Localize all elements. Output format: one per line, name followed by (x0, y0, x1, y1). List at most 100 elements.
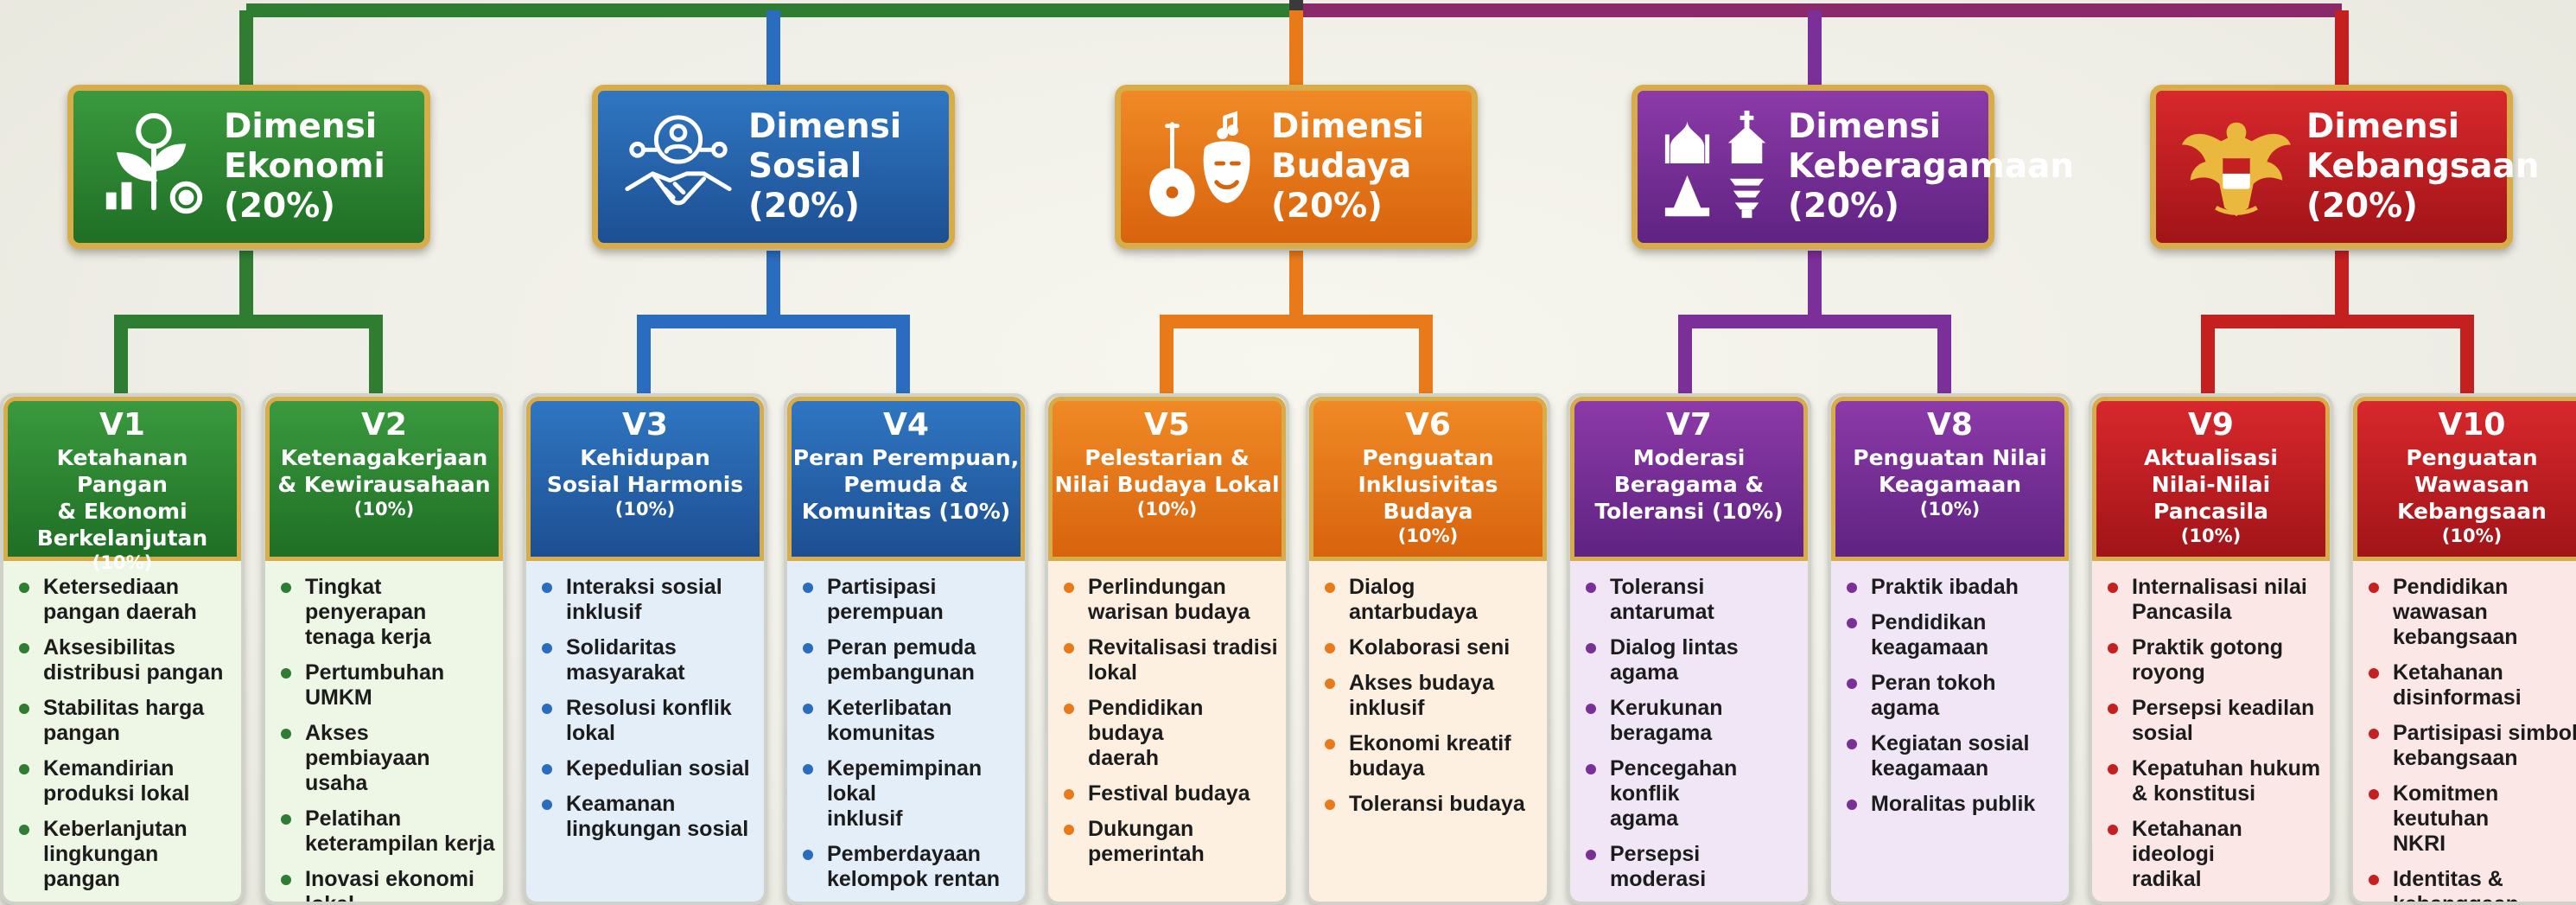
plant-coin-gear-icon (105, 112, 203, 214)
indicator-item: Tingkat penyerapan tenaga kerja (281, 575, 496, 650)
indicator-item: Kemandirian produksi lokal (19, 756, 234, 806)
indicator-item: Ketahanan disinformasi (2369, 660, 2576, 711)
variable-title: Peran Perempuan, Pemuda & Komunitas (10%… (792, 445, 1020, 524)
indicator-item: Revitalisasi tradisi lokal (1064, 635, 1279, 685)
indicator-item: Inovasi ekonomi lokal (281, 867, 496, 902)
indicator-item: Internalisasi nilai Pancasila (2108, 575, 2323, 625)
variable-code: V8 (1927, 407, 1973, 443)
indicator-item: Interaksi sosial inklusif (542, 575, 757, 625)
indicator-item: Ekonomi kreatif budaya (1325, 731, 1540, 781)
variable-title: Ketahanan Pangan & Ekonomi Berkelanjutan (36, 445, 208, 551)
dimension-weight: (20%) (224, 187, 335, 226)
handshake-network-icon (625, 115, 732, 206)
indicator-item: Dukungan pemerintah (1064, 817, 1279, 867)
indicator-item: Partisipasi perempuan (803, 575, 1018, 625)
indicator-item: Festival budaya (1064, 781, 1279, 806)
indicator-item: Ketersediaan pangan daerah (19, 575, 234, 625)
indicator-item: Kegiatan sosial keagamaan (1847, 731, 2062, 781)
connector-ekonomi (114, 251, 383, 395)
indicator-item: Toleransi antarumat (1586, 575, 1801, 625)
indicator-item: Keterlibatan komunitas (803, 696, 1018, 746)
indicator-item: Pemberdayaan kelompok rentan (803, 842, 1018, 892)
indicator-item: Kepatuhan hukum & konstitusi (2108, 756, 2323, 806)
dimension-title: Dimensi Kebangsaan (2306, 107, 2540, 186)
indicator-item: Aksesibilitas distribusi pangan (19, 635, 234, 685)
dimension-weight: (20%) (2306, 187, 2418, 226)
indicator-item: Keberlanjutan lingkungan pangan (19, 817, 234, 892)
variable-weight: (10%) (353, 499, 415, 519)
indicator-item: Resolusi konflik lokal (542, 696, 757, 746)
variable-code: V6 (1405, 407, 1451, 443)
variable-code: V7 (1666, 407, 1712, 443)
variable-code: V1 (99, 407, 145, 443)
dimension-weight: (20%) (1271, 187, 1383, 226)
indicator-item: Kolaborasi seni (1325, 635, 1540, 660)
connector-budaya (1160, 251, 1433, 395)
variable-weight: (10%) (614, 499, 676, 519)
variable-weight: (10%) (1397, 526, 1459, 546)
connector-sosial (637, 251, 910, 395)
variable-title: Aktualisasi Nilai-Nilai Pancasila (2144, 445, 2278, 524)
dimension-weight: (20%) (1788, 187, 1899, 226)
indicator-item: Akses budaya inklusif (1325, 671, 1540, 721)
variable-title: Penguatan Wawasan Kebangsaan (2397, 445, 2547, 524)
dimension-title: Dimensi Budaya (1271, 107, 1425, 186)
dimension-keberagamaan: Dimensi Keberagamaan (20%) (1631, 85, 2074, 249)
indicator-item: Kepedulian sosial (542, 756, 757, 781)
indicator-item: Komitmen keutuhan NKRI (2369, 781, 2576, 857)
variable-code: V2 (361, 407, 407, 443)
dimension-budaya: Dimensi Budaya (20%) (1115, 85, 1478, 249)
indicator-item: Dialog antarbudaya (1325, 575, 1540, 625)
indicator-item: Pencegahan konflik agama (1586, 756, 1801, 832)
indicator-item: Kerukunan beragama (1586, 696, 1801, 746)
variable-title: Kehidupan Sosial Harmonis (546, 445, 744, 497)
variable-weight: (10%) (92, 552, 153, 573)
dimension-title: Dimensi Sosial (748, 107, 902, 186)
indicator-item: Praktik ibadah (1847, 575, 2062, 600)
indicator-item: Pelatihan keterampilan kerja (281, 806, 496, 857)
variable-weight: (10%) (2441, 526, 2503, 546)
indicator-item: Identitas & kebanggaan nasional (2369, 867, 2576, 902)
houses-of-worship-icon (1664, 110, 1766, 219)
indicator-item: Peran pemuda pembangunan (803, 635, 1018, 685)
indicator-item: Persepsi moderasi (1586, 842, 1801, 892)
indicator-item: Akses pembiayaan usaha (281, 721, 496, 796)
variable-code: V10 (2438, 407, 2506, 443)
indicator-item: Dialog lintas agama (1586, 635, 1801, 685)
indicator-item: Keamanan lingkungan sosial (542, 792, 757, 842)
indicator-item: Pendidikan keagamaan (1847, 610, 2062, 660)
indicator-item: Pendidikan wawasan kebangsaan (2369, 575, 2576, 650)
connector-keberagamaan (1678, 251, 1951, 395)
indicator-item: Partisipasi simbol kebangsaan (2369, 721, 2576, 771)
variable-code: V9 (2188, 407, 2234, 443)
dimension-title: Dimensi Ekonomi (224, 107, 385, 186)
dimension-ekonomi: Dimensi Ekonomi (20%) (67, 85, 430, 249)
dimension-title: Dimensi Keberagamaan (1788, 107, 2075, 186)
indicator-item: Moralitas publik (1847, 792, 2062, 817)
variable-title: Pelestarian & Nilai Budaya Lokal (1054, 445, 1280, 497)
